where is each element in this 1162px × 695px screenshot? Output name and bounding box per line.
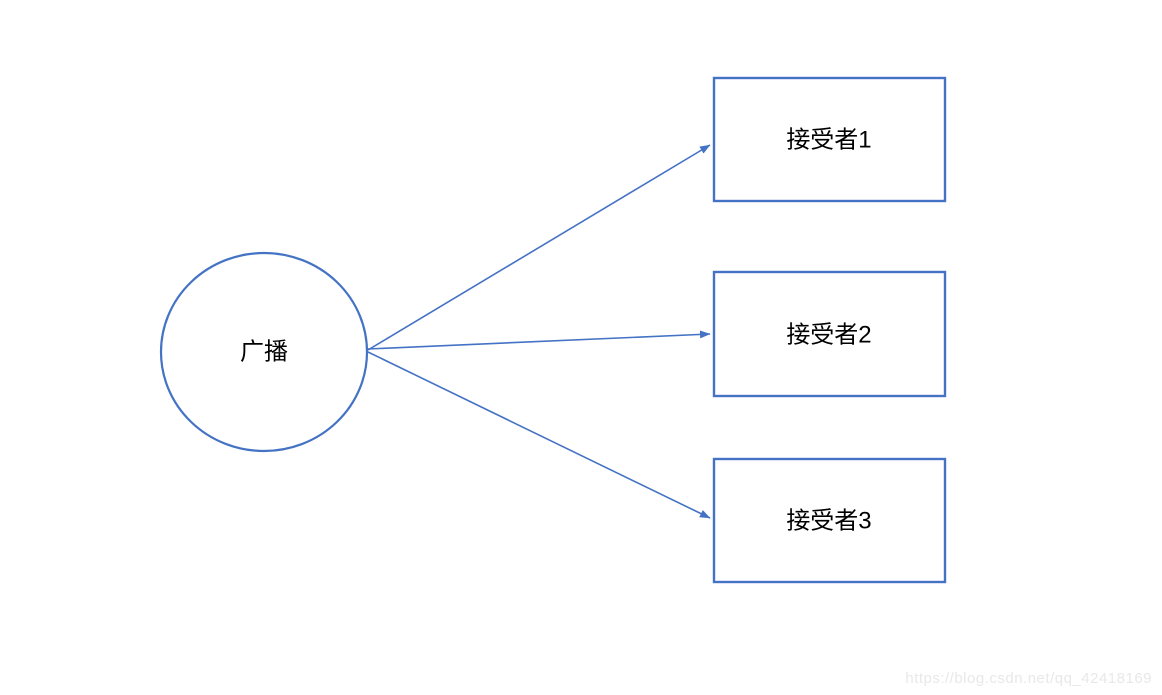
watermark-url: https://blog.csdn.net/qq_42418169: [905, 670, 1152, 687]
receiver1-box: [712, 76, 947, 203]
broadcast-circle: [159, 251, 369, 453]
arrow-broadcast-to-receiver2: [367, 330, 711, 350]
receiver1-label: 接受者1: [786, 127, 871, 154]
arrow-broadcast-to-receiver1: [367, 144, 711, 351]
receiver3-box: [712, 457, 947, 584]
arrow-broadcast-to-receiver3: [367, 351, 711, 519]
broadcast-label: 广播: [240, 339, 288, 366]
receiver2-box: [712, 270, 947, 398]
receiver2-label: 接受者2: [786, 322, 871, 349]
receiver3-label: 接受者3: [786, 508, 871, 535]
